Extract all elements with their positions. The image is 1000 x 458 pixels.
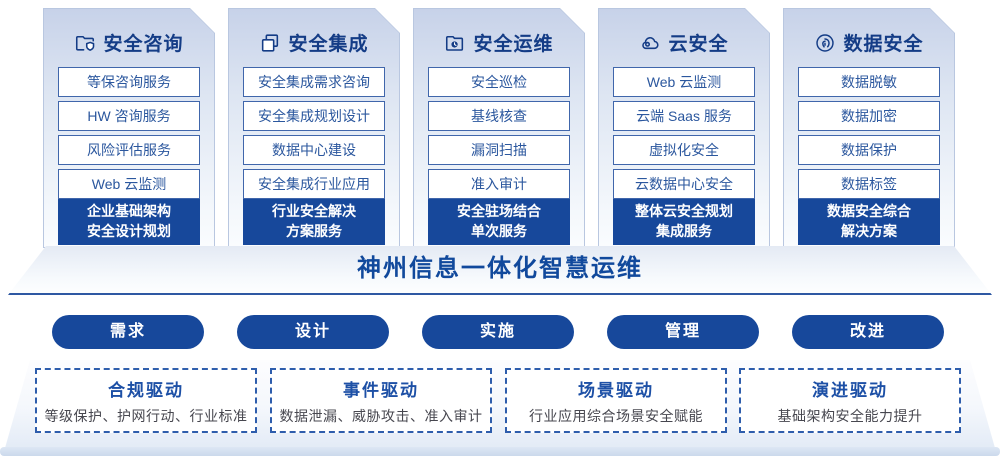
column-title: 安全咨询 [103, 34, 184, 55]
folder-clock-icon [444, 32, 466, 54]
service-item: 云端 Saas 服务 [613, 101, 755, 131]
service-item: 云数据中心安全 [613, 169, 755, 199]
service-item: 数据加密 [798, 101, 940, 131]
driver-scenario: 场景驱动 行业应用综合场景安全赋能 [505, 368, 727, 433]
service-item: 风险评估服务 [58, 135, 200, 165]
process-pill-manage: 管理 [607, 315, 759, 349]
service-item: 虚拟化安全 [613, 135, 755, 165]
column-title: 云安全 [668, 34, 729, 55]
column-security-integration: 安全集成 安全集成需求咨询 安全集成规划设计 数据中心建设 安全集成行业应用 行… [228, 8, 400, 248]
service-item: 安全巡检 [428, 67, 570, 97]
folder-shield-icon [74, 32, 96, 54]
driver-title: 场景驱动 [578, 380, 654, 400]
platform-base [0, 447, 1000, 456]
service-item: 数据标签 [798, 169, 940, 199]
service-item: 安全集成规划设计 [243, 101, 385, 131]
service-item: 数据保护 [798, 135, 940, 165]
driver-description: 等级保护、护网行动、行业标准 [44, 407, 248, 424]
service-item: 漏洞扫描 [428, 135, 570, 165]
process-pill-implement: 实施 [422, 315, 574, 349]
service-item: 等保咨询服务 [58, 67, 200, 97]
column-header: 数据安全 [784, 29, 954, 56]
driver-evolution: 演进驱动 基础架构安全能力提升 [739, 368, 961, 433]
platform-banner: 神州信息一体化智慧运维 [8, 246, 992, 295]
driver-title: 事件驱动 [343, 380, 419, 400]
column-cloud-security: 云安全 Web 云监测 云端 Saas 服务 虚拟化安全 云数据中心安全 整体云… [598, 8, 770, 248]
column-title: 数据安全 [843, 34, 924, 55]
process-pill-design: 设计 [237, 315, 389, 349]
column-header: 安全咨询 [44, 29, 214, 56]
column-highlight: 行业安全解决 方案服务 [243, 199, 385, 245]
column-highlight: 企业基础架构 安全设计规划 [58, 199, 200, 245]
column-title: 安全运维 [473, 34, 554, 55]
banner-title: 神州信息一体化智慧运维 [357, 255, 643, 282]
service-item: 准入审计 [428, 169, 570, 199]
cloud-icon [639, 32, 661, 54]
service-item: HW 咨询服务 [58, 101, 200, 131]
column-highlight: 安全驻场结合 单次服务 [428, 199, 570, 245]
driver-title: 合规驱动 [108, 380, 184, 400]
column-header: 安全集成 [229, 29, 399, 56]
service-item: 数据中心建设 [243, 135, 385, 165]
documents-copy-icon [259, 32, 281, 54]
driver-title: 演进驱动 [812, 380, 888, 400]
column-data-security: 数据安全 数据脱敏 数据加密 数据保护 数据标签 数据安全综合 解决方案 [783, 8, 955, 248]
column-highlight: 整体云安全规划 集成服务 [613, 199, 755, 245]
column-security-operations: 安全运维 安全巡检 基线核查 漏洞扫描 准入审计 安全驻场结合 单次服务 [413, 8, 585, 248]
driver-description: 数据泄漏、威胁攻击、准入审计 [279, 407, 483, 424]
driver-description: 基础架构安全能力提升 [777, 407, 923, 424]
service-item: 安全集成行业应用 [243, 169, 385, 199]
process-pill-requirement: 需求 [52, 315, 204, 349]
service-item: 安全集成需求咨询 [243, 67, 385, 97]
driver-compliance: 合规驱动 等级保护、护网行动、行业标准 [35, 368, 257, 433]
column-header: 云安全 [599, 29, 769, 56]
column-title: 安全集成 [288, 34, 369, 55]
column-header: 安全运维 [414, 29, 584, 56]
service-item: Web 云监测 [613, 67, 755, 97]
service-item: 数据脱敏 [798, 67, 940, 97]
service-item: 基线核查 [428, 101, 570, 131]
service-item: Web 云监测 [58, 169, 200, 199]
column-highlight: 数据安全综合 解决方案 [798, 199, 940, 245]
driver-incident: 事件驱动 数据泄漏、威胁攻击、准入审计 [270, 368, 492, 433]
column-security-consulting: 安全咨询 等保咨询服务 HW 咨询服务 风险评估服务 Web 云监测 企业基础架… [43, 8, 215, 248]
driver-description: 行业应用综合场景安全赋能 [529, 407, 703, 424]
fingerprint-icon [814, 32, 836, 54]
process-pill-improve: 改进 [792, 315, 944, 349]
